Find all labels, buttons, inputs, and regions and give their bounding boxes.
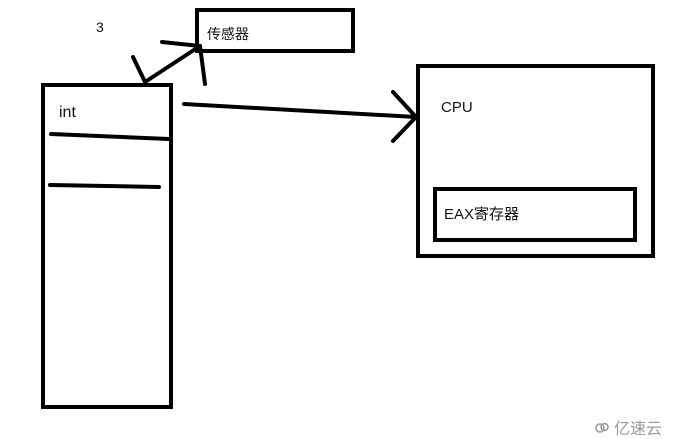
- memory-divider-line: [49, 132, 171, 141]
- arrow-tail-mark: [131, 55, 147, 84]
- arrow-int-to-sensor: [143, 44, 202, 84]
- sensor-label: 传感器: [207, 26, 249, 42]
- watermark-text: 亿速云: [614, 419, 663, 438]
- value-label: 3: [96, 19, 104, 35]
- int-memory-box: [41, 83, 173, 409]
- sensor-box: [195, 8, 355, 53]
- watermark: 亿速云: [594, 415, 662, 439]
- cpu-label: CPU: [441, 99, 473, 116]
- cloud-logo-icon: [595, 422, 609, 433]
- int-label: int: [59, 104, 76, 121]
- memory-divider-line: [48, 183, 161, 189]
- eax-register-label: EAX寄存器: [444, 206, 520, 223]
- arrow-head: [160, 40, 207, 86]
- arrow-head: [391, 90, 418, 143]
- cpu-box: [416, 64, 655, 258]
- eax-register-box: [433, 187, 637, 242]
- arrow-int-to-cpu: [182, 102, 418, 119]
